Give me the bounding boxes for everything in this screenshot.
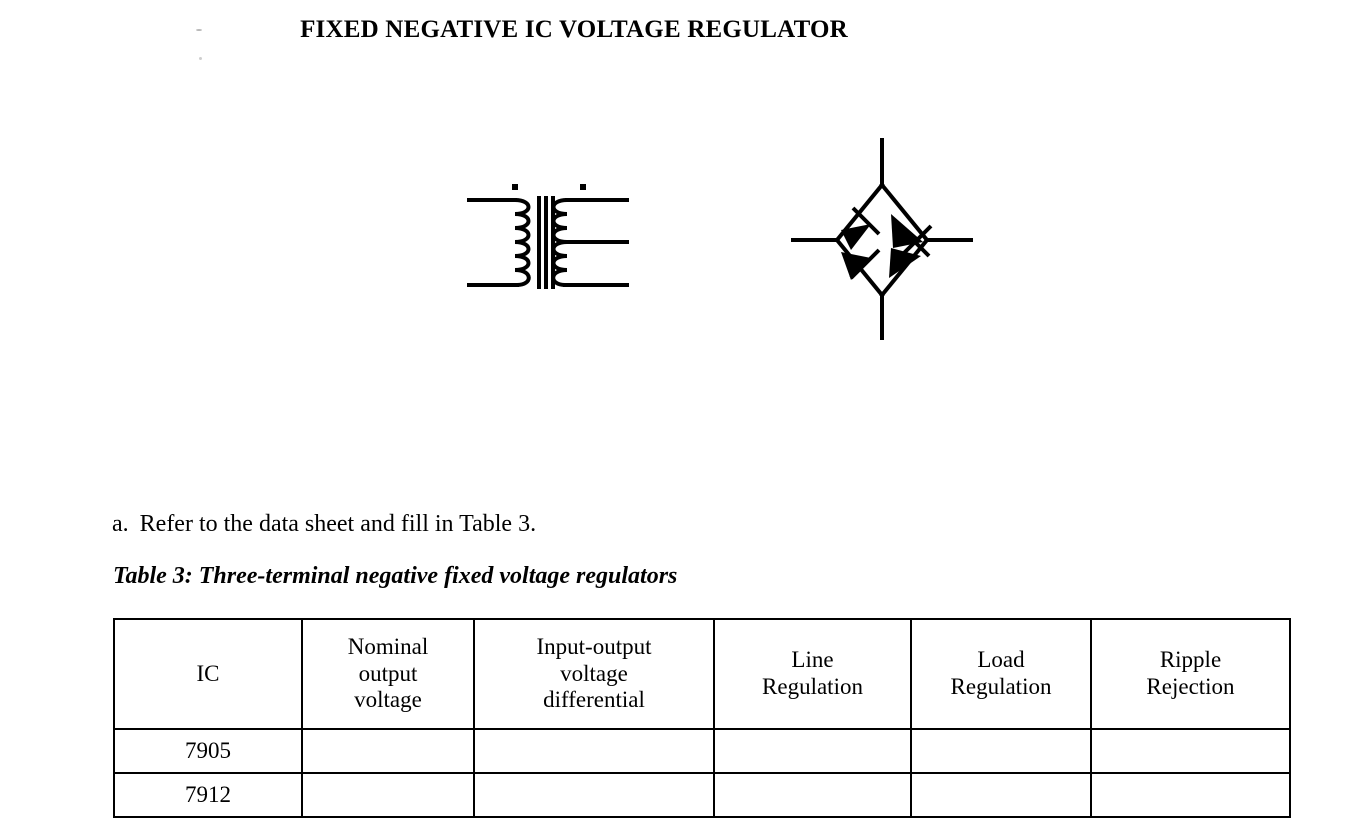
column-header-ripple-rejection: Ripple Rejection: [1090, 618, 1291, 730]
cell-input-output-voltage-differential[interactable]: [473, 772, 715, 818]
table-header-row: IC Nominal output voltage Input-output v…: [113, 618, 1291, 730]
cell-load-regulation[interactable]: [910, 772, 1092, 818]
cell-line-regulation[interactable]: [713, 772, 912, 818]
center-tapped-transformer-symbol: [467, 184, 629, 289]
diode-bottom-right: [889, 226, 931, 278]
column-header-line-regulation: Line Regulation: [713, 618, 912, 730]
column-header-nominal-output-voltage: Nominal output voltage: [301, 618, 475, 730]
column-header-ic: IC: [113, 618, 303, 730]
header-line: Rejection: [1146, 674, 1235, 699]
header-line: Line: [791, 647, 834, 673]
full-wave-bridge-rectifier-symbol: [791, 138, 973, 340]
instruction-line: a. Refer to the data sheet and fill in Ta…: [112, 511, 536, 538]
header-line: output: [358, 660, 418, 686]
diode-top-left: [841, 206, 881, 250]
header-line: Load: [977, 647, 1025, 673]
header-line: voltage: [560, 660, 628, 686]
scan-speckle-artifact: [196, 29, 202, 31]
cell-ripple-rejection[interactable]: [1090, 728, 1291, 774]
cell-ic: 7905: [113, 728, 303, 774]
instruction-text: Refer to the data sheet and fill in Tabl…: [139, 511, 537, 537]
table-caption: Table 3: Three-terminal negative fixed v…: [113, 563, 678, 589]
header-line: Nominal: [347, 633, 429, 659]
schematic-figure-area: [0, 120, 1348, 350]
secondary-winding: [551, 197, 570, 288]
cell-nominal-output-voltage[interactable]: [301, 728, 475, 774]
cell-load-regulation[interactable]: [910, 728, 1092, 774]
table-row: 7905: [113, 728, 1291, 774]
header-line: differential: [543, 687, 645, 713]
secondary-polarity-dot: [580, 184, 586, 190]
header-line: Input-output: [536, 633, 652, 659]
branch-top-to-right: [879, 182, 930, 243]
header-line: voltage: [354, 687, 422, 713]
primary-polarity-dot: [512, 184, 518, 190]
column-header-load-regulation: Load Regulation: [910, 618, 1092, 730]
page-title: FIXED NEGATIVE IC VOLTAGE REGULATOR: [300, 16, 848, 43]
header-line: Regulation: [762, 674, 863, 699]
primary-winding: [512, 197, 531, 288]
header-line: Ripple: [1159, 647, 1222, 673]
diode-bottom-left: [841, 248, 881, 280]
cell-line-regulation[interactable]: [713, 728, 912, 774]
table-row: 7912: [113, 772, 1291, 818]
instruction-marker: a.: [112, 511, 129, 537]
column-header-input-output-voltage-differential: Input-output voltage differential: [473, 618, 715, 730]
cell-ic: 7912: [113, 772, 303, 818]
cell-ripple-rejection[interactable]: [1090, 772, 1291, 818]
header-line: IC: [196, 660, 220, 686]
regulator-data-table: IC Nominal output voltage Input-output v…: [113, 618, 1291, 818]
header-line: Regulation: [950, 674, 1052, 699]
scan-speckle-artifact: [199, 57, 202, 60]
cell-input-output-voltage-differential[interactable]: [473, 728, 715, 774]
cell-nominal-output-voltage[interactable]: [301, 772, 475, 818]
